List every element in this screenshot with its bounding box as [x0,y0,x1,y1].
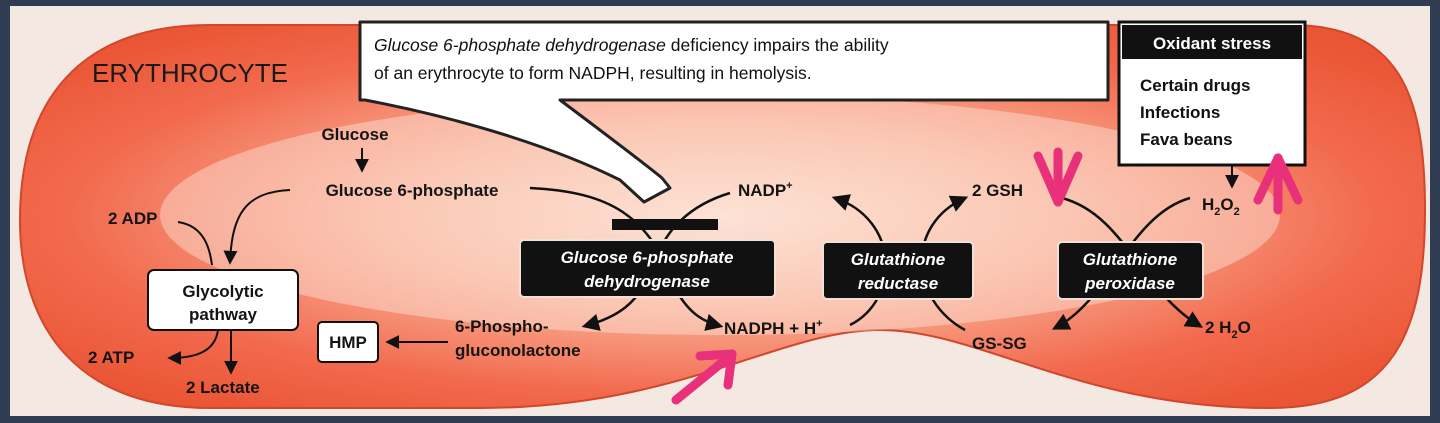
highlight-arrow-h2o2 [1253,153,1303,215]
label-2-h2o: 2 H2O [1205,318,1251,341]
oxidant-stress-title: Oxidant stress [1153,34,1271,53]
oxidant-stress-header [1122,25,1302,59]
inhibition-bar [612,219,718,230]
callout-italic: Glucose 6-phosphate dehydrogenase [374,35,666,55]
highlight-arrow-nadph [671,349,737,405]
h2o-o: O [1238,318,1251,337]
label-2-gsh: 2 GSH [972,181,1023,200]
arrow-to-atp [167,329,219,365]
label-nadph: NADPH + H+ [724,318,823,338]
enzyme-box-glutathione-reductase [822,241,974,300]
label-glucose-6-phosphate: Glucose 6-phosphate [326,181,499,200]
callout-text-line2: of an erythrocyte to form NADPH, resulti… [374,63,812,83]
h2o-sub: 2 [1231,329,1237,341]
cell-pale-center [160,95,1280,335]
label-glucose: Glucose [321,125,388,144]
label-2-atp: 2 ATP [88,348,134,367]
erythrocyte-cell [18,24,1427,410]
enzyme-box-g6pd [519,239,776,298]
nadph-text: NADPH + H [724,319,816,338]
label-2-adp: 2 ADP [108,209,157,228]
highlight-arrow-gsh [1033,147,1083,207]
glycolytic-line1: Glycolytic [182,282,263,301]
h2o2-o: O [1220,195,1233,214]
oxidant-item-infections: Infections [1140,103,1220,122]
label-h2o2: H2O2 [1202,195,1240,218]
hmp-box [317,321,379,363]
enzyme-box-glutathione-peroxidase [1057,241,1204,300]
label-nadp: NADP+ [738,180,793,200]
h2o2-sub-a: 2 [1214,206,1220,218]
label-gs-sg: GS-SG [972,334,1027,353]
glycolytic-pathway-box [147,269,299,331]
enzyme-gr-line2: reductase [858,274,938,293]
label-2-lactate: 2 Lactate [186,378,260,397]
enzyme-gp-line1: Glutathione [1083,250,1177,269]
label-phospho-line1: 6-Phospho- [455,317,549,336]
arrow-adp-in [177,221,213,266]
h2o2-sub-b: 2 [1234,206,1240,218]
h2o-prefix: 2 H [1205,318,1231,337]
h2o2-h: H [1202,195,1214,214]
callout-text-line1: Glucose 6-phosphate dehydrogenase defici… [374,35,889,55]
label-phospho-line2: gluconolactone [455,341,581,360]
arrow-g6p-to-glycolysis [223,189,291,265]
nadph-superscript: + [816,318,822,330]
callout-bubble [358,20,1110,204]
oxidant-item-drugs: Certain drugs [1140,76,1251,95]
label-hmp: HMP [329,333,367,352]
callout-rest-line1: deficiency impairs the ability [666,35,889,55]
enzyme-gp-line2: peroxidase [1084,274,1175,293]
nadp-text: NADP [738,181,786,200]
enzyme-g6pd-line1: Glucose 6-phosphate [561,248,734,267]
oxidant-item-fava: Fava beans [1140,130,1233,149]
enzyme-gr-line1: Glutathione [851,250,945,269]
glycolytic-line2: pathway [189,305,258,324]
enzyme-g6pd-line2: dehydrogenase [584,272,710,291]
nadp-superscript: + [786,180,792,192]
cell-label: ERYTHROCYTE [92,58,288,88]
